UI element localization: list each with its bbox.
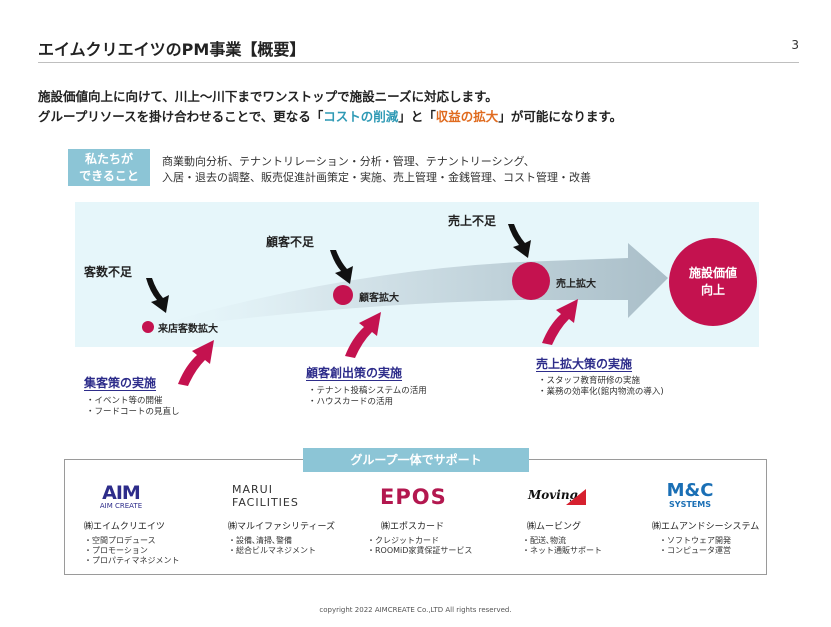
problem-customer-count: 客数不足 (84, 265, 133, 279)
list-item: ・業務の効率化(館内物流の導入) (538, 387, 664, 397)
stage-customers: 顧客拡大 (359, 293, 399, 304)
stage-visitors: 来店客数拡大 (158, 324, 218, 335)
stage-dot-2 (333, 285, 353, 305)
moving-logo-mark (566, 489, 586, 505)
moving-logo: Moving (528, 487, 588, 509)
marui-logo-sub: FACILITIES (232, 496, 299, 509)
list-item: ・スタッフ教育研修の実施 (538, 376, 641, 386)
page-number: 3 (791, 38, 799, 52)
company-name-moving: ㈱ムービング (527, 522, 582, 532)
epos-logo: EPOS (380, 486, 447, 508)
list-item: ・コンピュータ運営 (659, 546, 731, 555)
list-item: ・総合ビルマネジメント (228, 546, 316, 555)
moving-logo-main: Moving (528, 488, 578, 502)
goal-line1: 施設価値 (688, 266, 737, 280)
marui-facilities-logo: MARUI FACILITIES (232, 483, 299, 510)
measure-title-1: 集客策の実施 (84, 376, 157, 390)
stage-dot-1 (142, 321, 154, 333)
lead-line-2-post: 」が可能になります。 (498, 109, 623, 124)
highlight-cost: コストの削減 (323, 109, 399, 124)
lead-line-1: 施設価値向上に向けて、川上〜川下までワンストップで施設ニーズに対応します。 (38, 89, 498, 104)
measure-items-3: ・スタッフ教育研修の実施 ・業務の効率化(館内物流の導入) (538, 376, 664, 398)
problem-customers: 顧客不足 (266, 235, 315, 249)
down-arrow-icon (330, 250, 353, 284)
aim-logo-sub: AIM CREATE (99, 502, 143, 510)
lead-line-2: グループリソースを掛け合わせることで、更なる「コストの削減」と「収益の拡大」が可… (38, 106, 622, 125)
mc-logo-main: M&C (666, 480, 714, 501)
aim-create-logo: AIM AIM CREATE (86, 482, 156, 511)
list-item: ・イベント等の開催 (86, 396, 163, 406)
cando-text-line1: 商業動向分析、テナントリレーション・分析・管理、テナントリーシング、 (162, 155, 535, 168)
page-title: エイムクリエイツのPM事業【概要】 (38, 40, 306, 59)
company-name-mc: ㈱エムアンドシーシステム (652, 522, 760, 532)
company-name-marui: ㈱マルイファシリティーズ (228, 522, 336, 532)
company-items-marui: ・設備､清掃､警備 ・総合ビルマネジメント (228, 536, 316, 556)
down-arrow-icon (146, 278, 169, 313)
up-arrow-icon (542, 299, 578, 345)
marui-logo-main: MARUI (232, 483, 273, 496)
up-arrow-icon (345, 312, 381, 358)
down-arrow-icon (508, 224, 531, 258)
up-arrow-icon (178, 340, 214, 386)
company-name-epos: ㈱エポスカード (381, 522, 445, 532)
list-item: ・テナント投稿システムの活用 (308, 386, 427, 396)
list-item: ・プロパティマネジメント (84, 556, 180, 565)
cando-label-line1: 私たちが (84, 152, 133, 166)
company-items-aim: ・空間プロデュース ・プロモーション ・プロパティマネジメント (84, 536, 180, 566)
stage-sales: 売上拡大 (556, 279, 596, 290)
what-we-can-do-label: 私たちが できること (68, 149, 150, 186)
company-items-epos: ・クレジットカード ・ROOMiD家賃保証サービス (367, 536, 472, 556)
list-item: ・プロモーション (84, 546, 148, 555)
list-item: ・ソフトウェア開発 (659, 536, 731, 545)
list-item: ・クレジットカード (367, 536, 439, 545)
measure-items-1: ・イベント等の開催 ・フードコートの見直し (86, 396, 180, 418)
cando-text-line2: 入居・退去の調整、販売促進計画策定・実施、売上管理・金銭管理、コスト管理・改善 (162, 171, 591, 184)
stage-dot-3 (512, 262, 550, 300)
list-item: ・ハウスカードの活用 (308, 397, 394, 407)
list-item: ・空間プロデュース (84, 536, 156, 545)
list-item: ・フードコートの見直し (86, 407, 180, 417)
company-name-aim: ㈱エイムクリエイツ (84, 522, 165, 532)
copyright: copyright 2022 AIMCREATE Co.,LTD All rig… (319, 606, 512, 614)
group-support-label: グループ一体でサポート (303, 448, 529, 472)
company-items-mc: ・ソフトウェア開発 ・コンピュータ運営 (659, 536, 731, 556)
list-item: ・ROOMiD家賃保証サービス (367, 546, 473, 555)
epos-logo-main: EPOS (380, 485, 447, 509)
mc-logo-sub: SYSTEMS (669, 500, 711, 509)
mc-systems-logo: M&C SYSTEMS (662, 482, 718, 510)
cando-label-line2: できること (79, 169, 139, 183)
problem-sales: 売上不足 (448, 214, 497, 228)
lead-line-2-mid: 」と「 (398, 109, 436, 124)
aim-logo-main: AIM (102, 482, 141, 504)
title-divider (38, 62, 799, 63)
lead-line-2-pre: グループリソースを掛け合わせることで、更なる「 (38, 109, 324, 124)
measure-items-2: ・テナント投稿システムの活用 ・ハウスカードの活用 (308, 386, 427, 408)
company-items-moving: ・配送､物流 ・ネット通販サポート (522, 536, 602, 556)
goal-circle: 施設価値 向上 (669, 238, 757, 326)
list-item: ・設備､清掃､警備 (228, 536, 292, 545)
goal-line2: 向上 (700, 283, 725, 297)
list-item: ・配送､物流 (522, 536, 566, 545)
measure-title-3: 売上拡大策の実施 (536, 357, 633, 371)
measure-title-2: 顧客創出策の実施 (306, 366, 403, 380)
highlight-revenue: 収益の拡大 (435, 109, 499, 124)
list-item: ・ネット通販サポート (522, 546, 602, 555)
